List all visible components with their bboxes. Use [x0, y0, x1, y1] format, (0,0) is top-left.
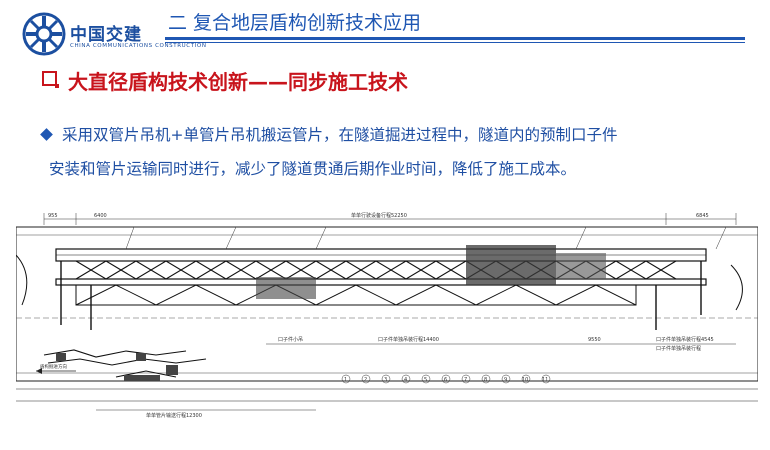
subtitle-suffix: 同步施工技术 [288, 70, 408, 94]
circled-number: 5 [424, 377, 427, 383]
label-segment-stroke: 单单管片输送行程12300 [146, 412, 202, 419]
page-title: 二 复合地层盾构创新技术应用 [168, 12, 422, 34]
dim-label-6845: 6845 [696, 213, 709, 219]
tunnel-equipment-drawing: 955 6400 单单行驶设备行程52250 6845 口子件小吊 口子件单独吊… [16, 212, 758, 419]
circled-number: 9 [504, 377, 507, 383]
label-stroke-4545: 口子件单独吊装行程4545 [656, 336, 714, 343]
diamond-bullet-icon [40, 128, 53, 141]
dim-label-top: 单单行驶设备行程52250 [351, 212, 407, 219]
paragraph-line-2: 安装和管片运输同时进行，减少了隧道贯通后期作业时间，降低了施工成本。 [49, 160, 577, 178]
label-direction: 盾构掘进方向 [40, 363, 67, 370]
header-rule [165, 37, 745, 40]
subtitle-text: 大直径盾构技术创新——同步施工技术 [68, 66, 408, 95]
circled-number: 6 [444, 377, 447, 383]
circled-number: 4 [404, 377, 407, 383]
circled-number: 2 [364, 377, 367, 383]
circled-number: 11 [542, 377, 548, 383]
header-rule-thin [165, 42, 745, 43]
cccc-logo-icon [22, 12, 66, 56]
circled-number: 1 [344, 377, 347, 383]
circled-number: 10 [522, 377, 528, 383]
circled-number-row: 1 2 3 4 5 6 7 8 9 10 11 [341, 374, 551, 384]
paragraph-line-1: 采用双管片吊机+单管片吊机搬运管片，在隧道掘进过程中，隧道内的预制口子件 [62, 126, 618, 144]
label-small-crane: 口子件小吊 [278, 336, 303, 343]
label-stroke-14400: 口子件单独吊装行程14400 [378, 336, 439, 343]
dim-label-955: 955 [48, 213, 58, 219]
logo-name-en: CHINA COMMUNICATIONS CONSTRUCTION [70, 43, 207, 49]
dim-label-6400: 6400 [94, 213, 107, 219]
label-9550: 9550 [588, 337, 601, 343]
label-stroke: 口子件单独吊装行程 [656, 345, 701, 352]
logo-name-cn: 中国交建 [70, 25, 142, 45]
square-bullet-icon [42, 71, 59, 88]
circled-number: 3 [384, 377, 387, 383]
subtitle-dash: —— [248, 70, 288, 94]
circled-number: 8 [484, 377, 487, 383]
subtitle-prefix: 大直径盾构技术创新 [68, 70, 248, 94]
circled-number: 7 [464, 377, 467, 383]
company-logo: 中国交建 CHINA COMMUNICATIONS CONSTRUCTION [22, 10, 206, 62]
